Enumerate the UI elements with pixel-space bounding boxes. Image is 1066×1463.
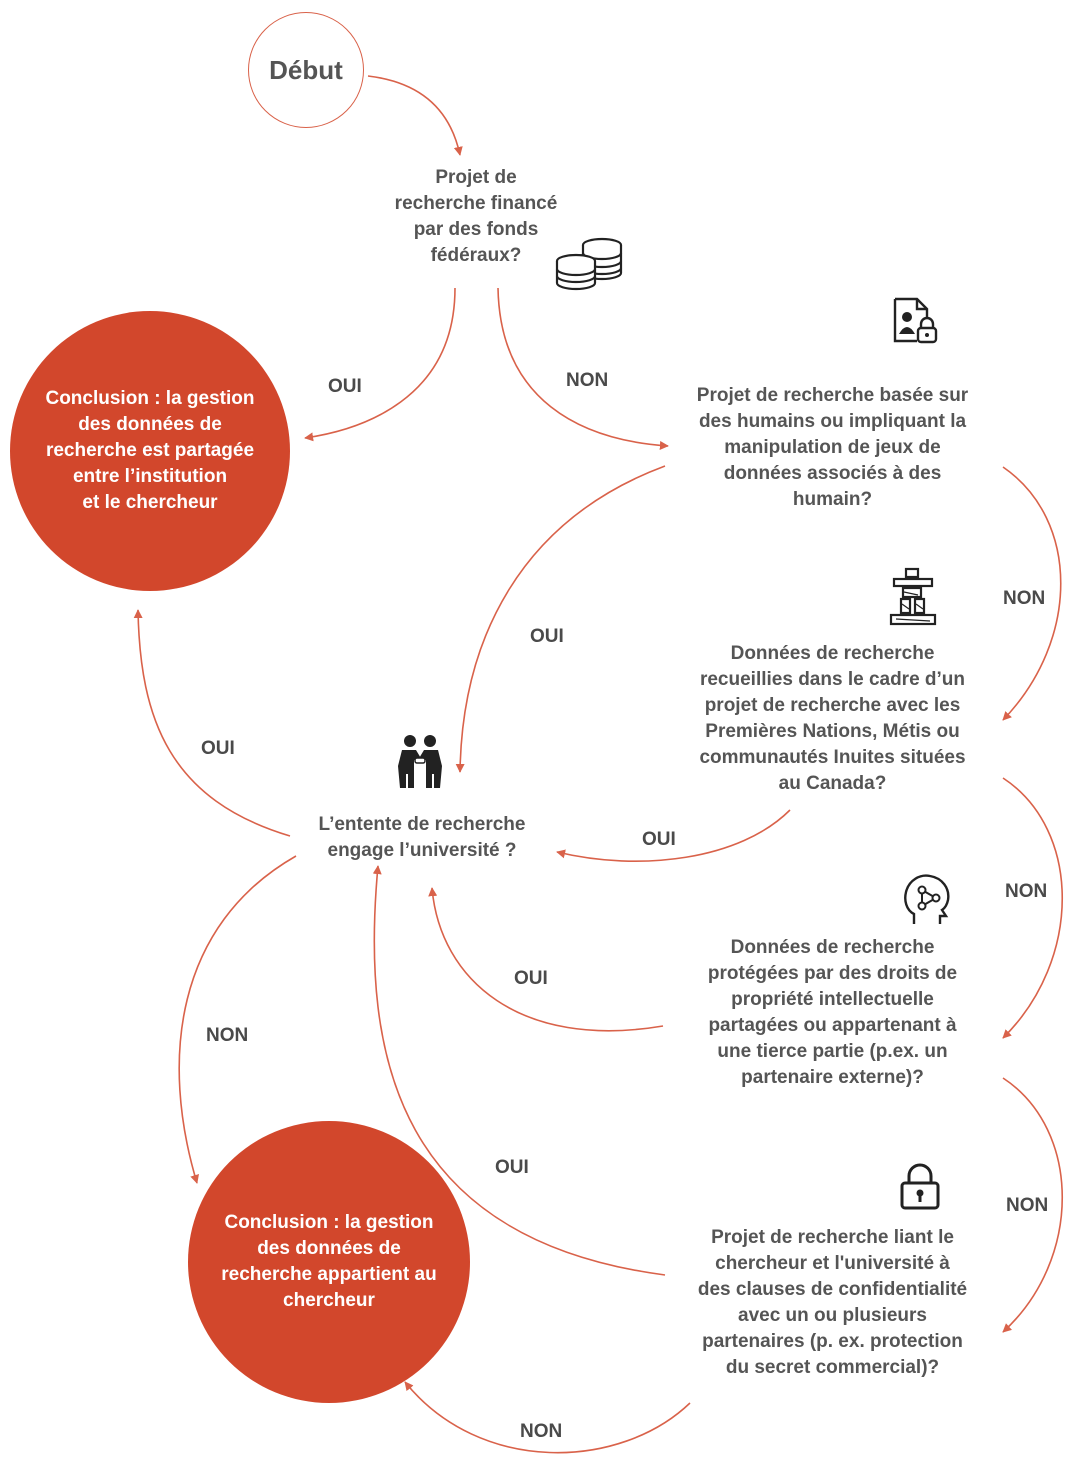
conclusion-researcher-text: Conclusion : la gestion des données de r… xyxy=(221,1212,437,1311)
question-research-agreement: L’entente de recherche engage l’universi… xyxy=(318,814,526,861)
question-intellectual-property: Données de recherche protégées par des d… xyxy=(707,937,958,1088)
handshake-icon xyxy=(398,735,442,788)
conclusion-shared-text: Conclusion : la gestion des données de r… xyxy=(45,388,255,513)
label-agreement-no: NON xyxy=(206,1025,249,1046)
arrow-q4-yes xyxy=(428,887,664,1032)
arrow-q1-yes xyxy=(304,287,456,442)
start-node: Début xyxy=(248,12,364,128)
coins-stack-icon xyxy=(555,237,623,291)
arrow-agreement-no xyxy=(178,855,297,1184)
conclusion-shared: Conclusion : la gestion des données de r… xyxy=(10,311,290,591)
start-label: Début xyxy=(269,54,343,85)
locked-document-icon xyxy=(893,297,938,344)
inukshuk-icon xyxy=(889,567,937,626)
padlock-icon xyxy=(900,1163,940,1210)
label-q5-no: NON xyxy=(520,1421,563,1442)
question-indigenous-data: Données de recherche recueillies dans le… xyxy=(699,643,966,794)
arrow-q5-yes xyxy=(372,865,666,1276)
arrow-start-to-q1 xyxy=(367,75,463,156)
question-federal-funding: Projet de recherche financé par des fond… xyxy=(394,167,558,266)
arrow-q1-no xyxy=(497,287,669,450)
label-q4-yes: OUI xyxy=(514,968,548,989)
arrow-q2-yes xyxy=(455,465,666,773)
label-q4-no: NON xyxy=(1006,1195,1049,1216)
label-q3-no: NON xyxy=(1005,881,1048,902)
arrow-q2-no xyxy=(1002,466,1062,721)
conclusion-researcher: Conclusion : la gestion des données de r… xyxy=(188,1121,470,1403)
label-q2-no: NON xyxy=(1003,588,1046,609)
label-q2-yes: OUI xyxy=(530,626,564,647)
arrow-q3-no xyxy=(1002,777,1063,1039)
label-agreement-yes: OUI xyxy=(201,738,235,759)
arrow-agreement-yes xyxy=(133,609,291,837)
arrow-q4-no xyxy=(1002,1077,1063,1333)
label-q1-yes: OUI xyxy=(328,376,362,397)
arrow-q3-yes xyxy=(556,809,791,862)
label-q1-no: NON xyxy=(566,370,609,391)
label-q3-yes: OUI xyxy=(642,829,676,850)
label-q5-yes: OUI xyxy=(495,1157,529,1178)
question-confidentiality: Projet de recherche liant le chercheur e… xyxy=(697,1227,968,1378)
head-network-icon xyxy=(904,874,950,924)
arrow-q5-no xyxy=(404,1381,691,1454)
question-human-research: Projet de recherche basée sur des humain… xyxy=(696,385,969,510)
